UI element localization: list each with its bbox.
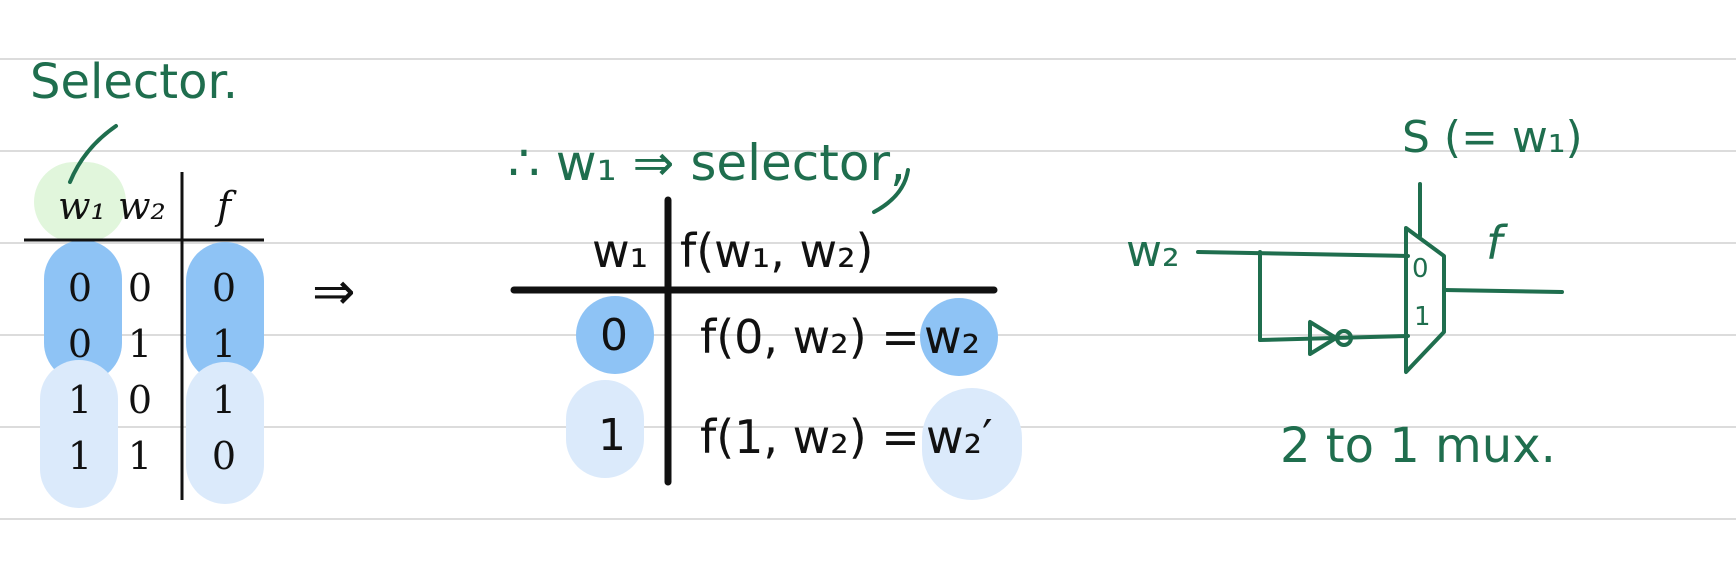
mux-port0-label: 0 xyxy=(1412,254,1429,284)
implies-arrow: ⇒ xyxy=(312,262,356,322)
cell: 1 xyxy=(211,378,237,422)
row0-result-highlight xyxy=(920,298,998,376)
selector-note: Selector. xyxy=(30,54,239,110)
mux-input-label: w₂ xyxy=(1126,226,1180,277)
row0-w1-highlight xyxy=(576,296,654,374)
rule-line xyxy=(0,242,1736,244)
not-gate-icon xyxy=(1308,320,1338,356)
cell: 0 xyxy=(211,434,237,478)
rule-line xyxy=(0,334,1736,336)
mux-input-wire xyxy=(1196,250,1410,258)
f-bottom-highlight xyxy=(186,362,264,504)
w1-one-highlight xyxy=(40,360,118,508)
selector-highlight xyxy=(34,162,126,242)
mux-output-label: f xyxy=(1486,216,1503,270)
rule-line xyxy=(0,150,1736,152)
reduced-note-pointer xyxy=(872,168,910,214)
mux-select-label: S (= w₁) xyxy=(1402,112,1583,163)
reduced-note: ∴ w₁ ⇒ selector, xyxy=(508,134,906,192)
cell: 0 xyxy=(211,266,237,310)
reduced-row0-w1: 0 xyxy=(600,310,628,361)
mux-port1-label: 1 xyxy=(1414,302,1431,332)
reduced-row1-w1: 1 xyxy=(598,410,626,461)
rule-line xyxy=(0,518,1736,520)
selector-pointer xyxy=(68,124,118,184)
row1-result-highlight xyxy=(922,388,1022,500)
cell: 0 xyxy=(127,266,153,310)
reduced-row1-result: w₂′ xyxy=(926,410,993,464)
reduced-row0-result: w₂ xyxy=(924,310,981,364)
header-f: f xyxy=(216,184,232,228)
cell: 1 xyxy=(67,378,93,422)
reduced-row1-expr: f(1, w₂) = xyxy=(700,410,920,464)
cell: 1 xyxy=(67,434,93,478)
mux-body xyxy=(1404,226,1446,374)
cell: 1 xyxy=(127,322,153,366)
cell: 0 xyxy=(127,378,153,422)
mux-caption: 2 to 1 mux. xyxy=(1280,418,1556,474)
reduced-header-f: f(w₁, w₂) xyxy=(680,224,874,278)
cell: 1 xyxy=(211,322,237,366)
rule-line xyxy=(0,58,1736,60)
reduced-header-w1: w₁ xyxy=(592,224,649,278)
header-w1: w₁ xyxy=(58,184,106,228)
header-w2: w₂ xyxy=(118,184,166,228)
w1-zero-highlight xyxy=(44,240,122,382)
f-top-highlight xyxy=(186,242,264,382)
cell: 0 xyxy=(67,266,93,310)
reduced-row0-expr: f(0, w₂) = xyxy=(700,310,920,364)
rule-line xyxy=(0,426,1736,428)
mux-output-wire xyxy=(1442,288,1564,294)
cell: 0 xyxy=(67,322,93,366)
row1-w1-highlight xyxy=(566,380,644,478)
not-gate-bubble xyxy=(1335,329,1353,347)
cell: 1 xyxy=(127,434,153,478)
